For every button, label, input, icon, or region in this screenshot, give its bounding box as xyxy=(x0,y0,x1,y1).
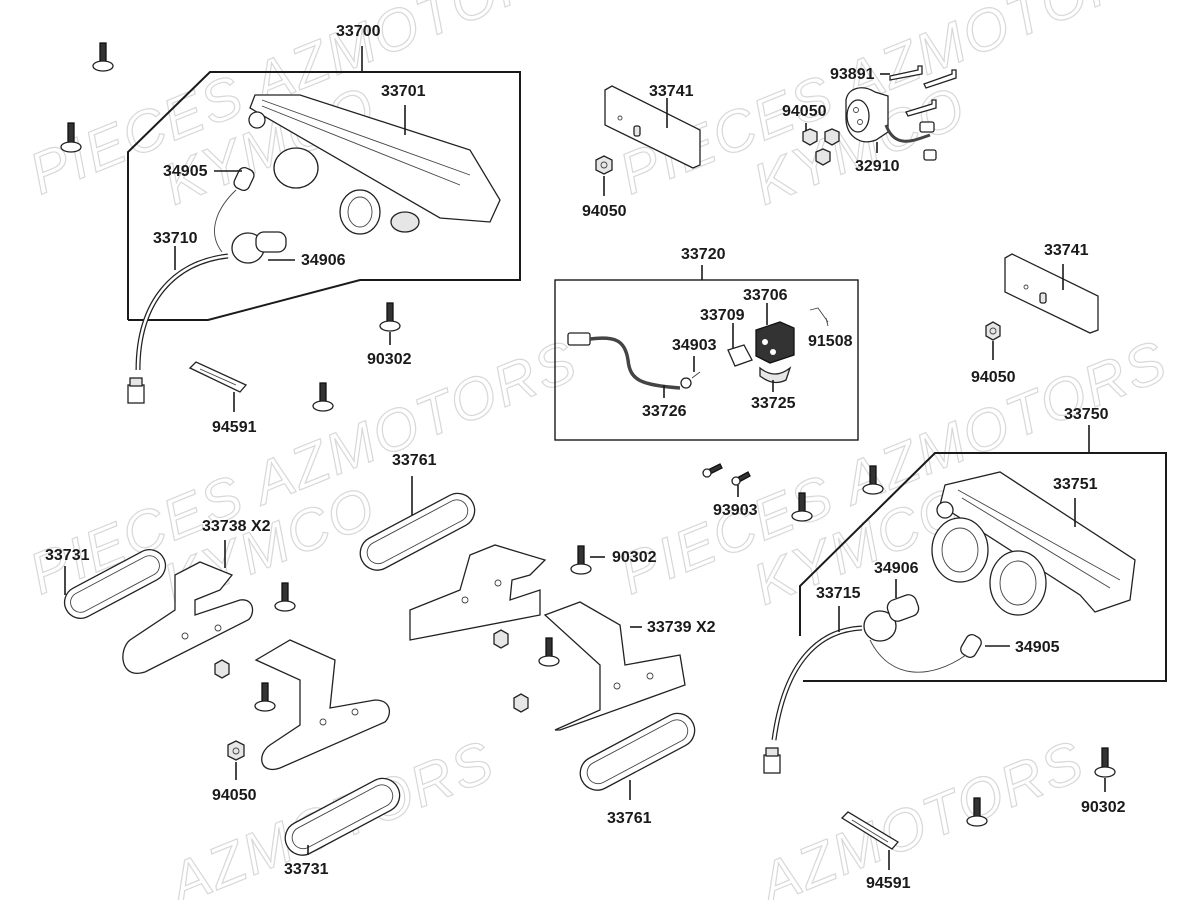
nut-part[interactable] xyxy=(493,629,509,649)
bolt-part-90302[interactable] xyxy=(1094,747,1116,778)
part-label-33751[interactable]: 33751 xyxy=(1053,476,1098,493)
part-label-33715[interactable]: 33715 xyxy=(816,585,861,602)
part-label-93903[interactable]: 93903 xyxy=(713,502,758,519)
headlight-housing-part[interactable] xyxy=(248,94,501,235)
ignition-switch-part-32910[interactable] xyxy=(845,87,937,161)
part-label-94050[interactable]: 94050 xyxy=(212,787,257,804)
bolt-part[interactable] xyxy=(538,637,560,667)
part-label-91508[interactable]: 91508 xyxy=(808,333,853,350)
group-33750: 33750 33751 34906 34905 xyxy=(763,406,1167,774)
watermark: AZMOTORS xyxy=(747,727,1094,905)
relay-housing-part-33706[interactable] xyxy=(755,321,795,364)
part-label-94591[interactable]: 94591 xyxy=(212,419,257,436)
part-label-33709[interactable]: 33709 xyxy=(700,307,745,324)
part-label-33700[interactable]: 33700 xyxy=(336,23,381,40)
part-label-33706[interactable]: 33706 xyxy=(743,287,788,304)
reflector-lens-part-33761[interactable] xyxy=(354,487,480,576)
headlight-housing-part[interactable] xyxy=(931,471,1136,616)
bracket-part-33725[interactable] xyxy=(759,366,792,384)
part-label-33725[interactable]: 33725 xyxy=(751,395,796,412)
bulb-socket-part-34903[interactable] xyxy=(680,371,701,389)
part-label-90302[interactable]: 90302 xyxy=(1081,799,1126,816)
bracket-part-33739[interactable] xyxy=(543,601,686,731)
wire-harness-part[interactable] xyxy=(763,625,863,774)
nut-part-94050[interactable] xyxy=(595,155,613,175)
bracket-part-33739[interactable] xyxy=(409,544,547,641)
part-label-34906[interactable]: 34906 xyxy=(874,560,919,577)
nut-part-94050[interactable] xyxy=(985,321,1001,341)
bolt-part[interactable] xyxy=(60,122,82,153)
bolt-part[interactable] xyxy=(254,682,276,712)
reflector-lens-part-33731[interactable] xyxy=(59,544,171,624)
part-label-33761[interactable]: 33761 xyxy=(392,452,437,469)
group-33700: 33700 33701 34905 34906 xyxy=(127,23,521,404)
part-label-33741[interactable]: 33741 xyxy=(649,83,694,100)
part-label-33738[interactable]: 33738 X2 xyxy=(202,518,271,535)
part-label-33731[interactable]: 33731 xyxy=(45,547,90,564)
bolt-part-93891[interactable] xyxy=(889,65,957,117)
bracket-part-33738[interactable] xyxy=(254,639,391,771)
part-label-90302[interactable]: 90302 xyxy=(612,549,657,566)
part-label-33726[interactable]: 33726 xyxy=(642,403,687,420)
wire-part-33726[interactable] xyxy=(567,332,681,390)
part-label-94050[interactable]: 94050 xyxy=(782,103,827,120)
watermark-text: AZMOTORS xyxy=(748,728,1094,900)
part-label-33741[interactable]: 33741 xyxy=(1044,242,1089,259)
main-bulb-part[interactable] xyxy=(231,231,287,264)
reflector-plate-part-33741[interactable] xyxy=(604,85,701,169)
reflector-plate-part-33741[interactable] xyxy=(1004,253,1099,334)
clip-part-94591[interactable] xyxy=(840,811,899,850)
part-label-33731[interactable]: 33731 xyxy=(284,861,329,878)
pin-part-91508[interactable] xyxy=(809,307,829,327)
reflector-lens-part-33731[interactable] xyxy=(279,772,405,861)
small-bulb-part[interactable] xyxy=(214,166,255,253)
nut-part-94050[interactable] xyxy=(802,128,840,166)
nut-part-94050[interactable] xyxy=(227,740,245,761)
part-label-93891[interactable]: 93891 xyxy=(830,66,875,83)
bolt-part[interactable] xyxy=(312,382,334,412)
bracket-part-33738[interactable] xyxy=(122,561,254,674)
bolt-part[interactable] xyxy=(274,582,296,612)
part-label-94050[interactable]: 94050 xyxy=(971,369,1016,386)
part-label-34906[interactable]: 34906 xyxy=(301,252,346,269)
bolt-part[interactable] xyxy=(966,797,988,827)
group-33720: 33720 33726 34903 33709 33706 33725 xyxy=(554,246,859,441)
nut-part[interactable] xyxy=(513,693,529,713)
part-label-33739[interactable]: 33739 X2 xyxy=(647,619,716,636)
small-bulb-part[interactable] xyxy=(869,632,983,673)
part-label-94591[interactable]: 94591 xyxy=(866,875,911,892)
assembly-outline-33700 xyxy=(127,71,521,321)
part-label-33750[interactable]: 33750 xyxy=(1064,406,1109,423)
main-bulb-part[interactable] xyxy=(863,593,921,642)
part-label-33761[interactable]: 33761 xyxy=(607,810,652,827)
bolt-part[interactable] xyxy=(862,465,884,495)
assembly-outline-33750 xyxy=(799,452,1167,682)
part-label-90302[interactable]: 90302 xyxy=(367,351,412,368)
part-label-34905[interactable]: 34905 xyxy=(163,163,208,180)
wire-harness-part[interactable] xyxy=(127,253,229,404)
part-label-34905[interactable]: 34905 xyxy=(1015,639,1060,656)
part-label-33701[interactable]: 33701 xyxy=(381,83,426,100)
bolt-part-90302[interactable] xyxy=(379,302,401,332)
part-label-33720[interactable]: 33720 xyxy=(681,246,726,263)
part-label-34903[interactable]: 34903 xyxy=(672,337,717,354)
reflector-lens-part-33761[interactable] xyxy=(574,707,700,796)
part-label-33710[interactable]: 33710 xyxy=(153,230,198,247)
part-label-32910[interactable]: 32910 xyxy=(855,158,900,175)
screw-part-93903[interactable] xyxy=(702,463,751,486)
part-label-94050[interactable]: 94050 xyxy=(582,203,627,220)
bolt-part-90302[interactable] xyxy=(570,545,592,575)
bolt-part[interactable] xyxy=(92,42,114,72)
nut-part[interactable] xyxy=(214,659,230,679)
gasket-part-33709[interactable] xyxy=(727,344,753,367)
clip-part-94591[interactable] xyxy=(188,361,248,393)
bolt-part[interactable] xyxy=(791,492,813,522)
assembly-outline-33720 xyxy=(554,279,859,441)
